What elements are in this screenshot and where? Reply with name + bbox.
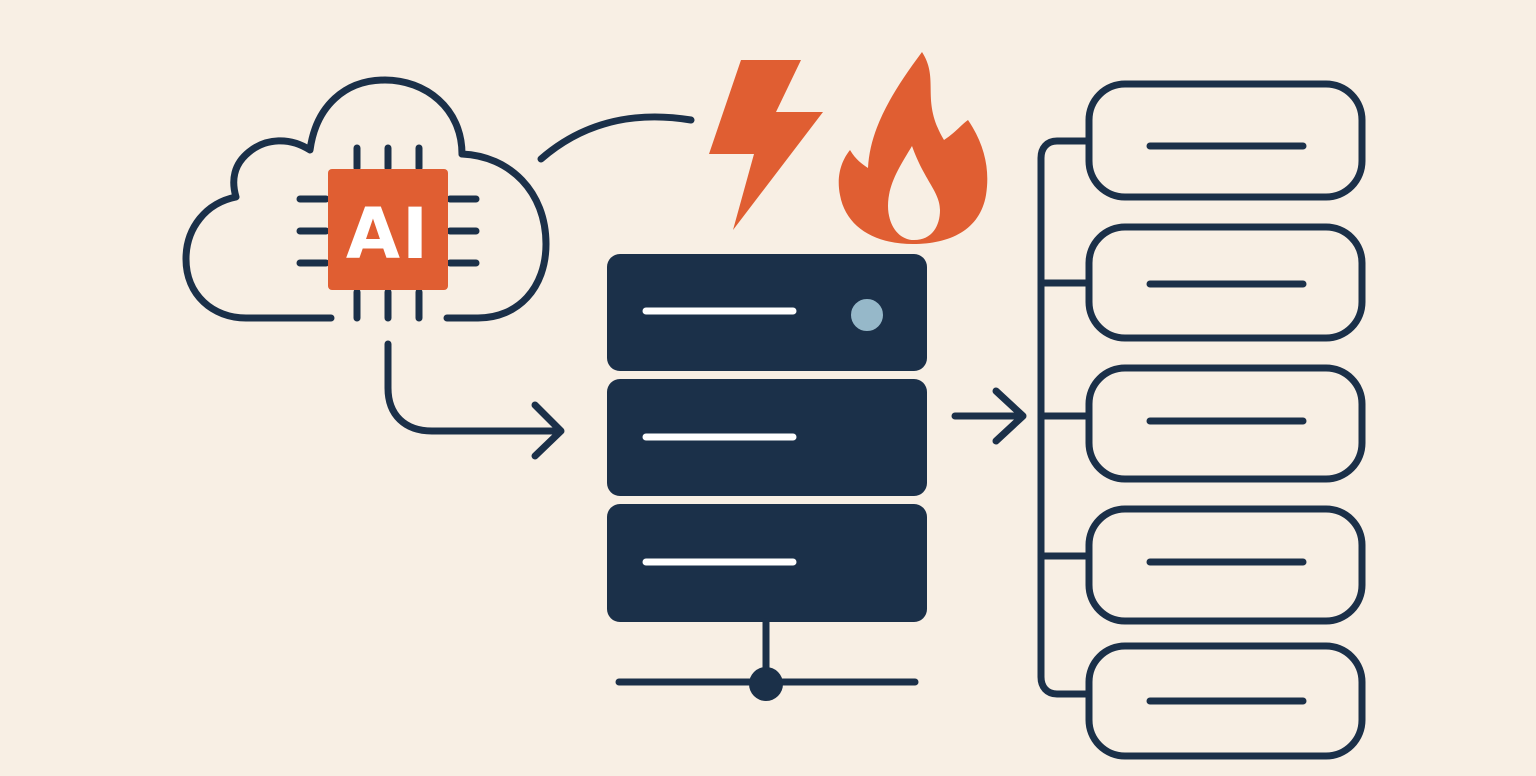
node-box: [1085, 505, 1366, 625]
server-unit: [607, 379, 927, 496]
network-node-icon: [615, 618, 919, 701]
node-box: [1085, 223, 1366, 342]
status-light: [847, 295, 887, 335]
flame-icon: [838, 52, 988, 244]
node-bracket: [1037, 137, 1093, 698]
cloud-to-server-arrow: [384, 340, 565, 460]
chip-label: AI: [346, 193, 430, 275]
cloud-icon: [182, 76, 550, 322]
server-unit: [607, 254, 927, 371]
ai-chip-icon: AI: [296, 144, 480, 322]
server-stack-icon: [607, 254, 927, 622]
server-unit: [607, 504, 927, 622]
cloud-to-power-connector: [537, 113, 695, 163]
node-box: [1085, 364, 1366, 483]
server-to-nodes-arrow: [951, 387, 1027, 445]
node-box: [1085, 642, 1366, 760]
chip-body: [328, 169, 448, 290]
node-list: [1085, 80, 1366, 760]
lightning-bolt-icon: [709, 60, 823, 230]
node-box: [1085, 80, 1366, 201]
